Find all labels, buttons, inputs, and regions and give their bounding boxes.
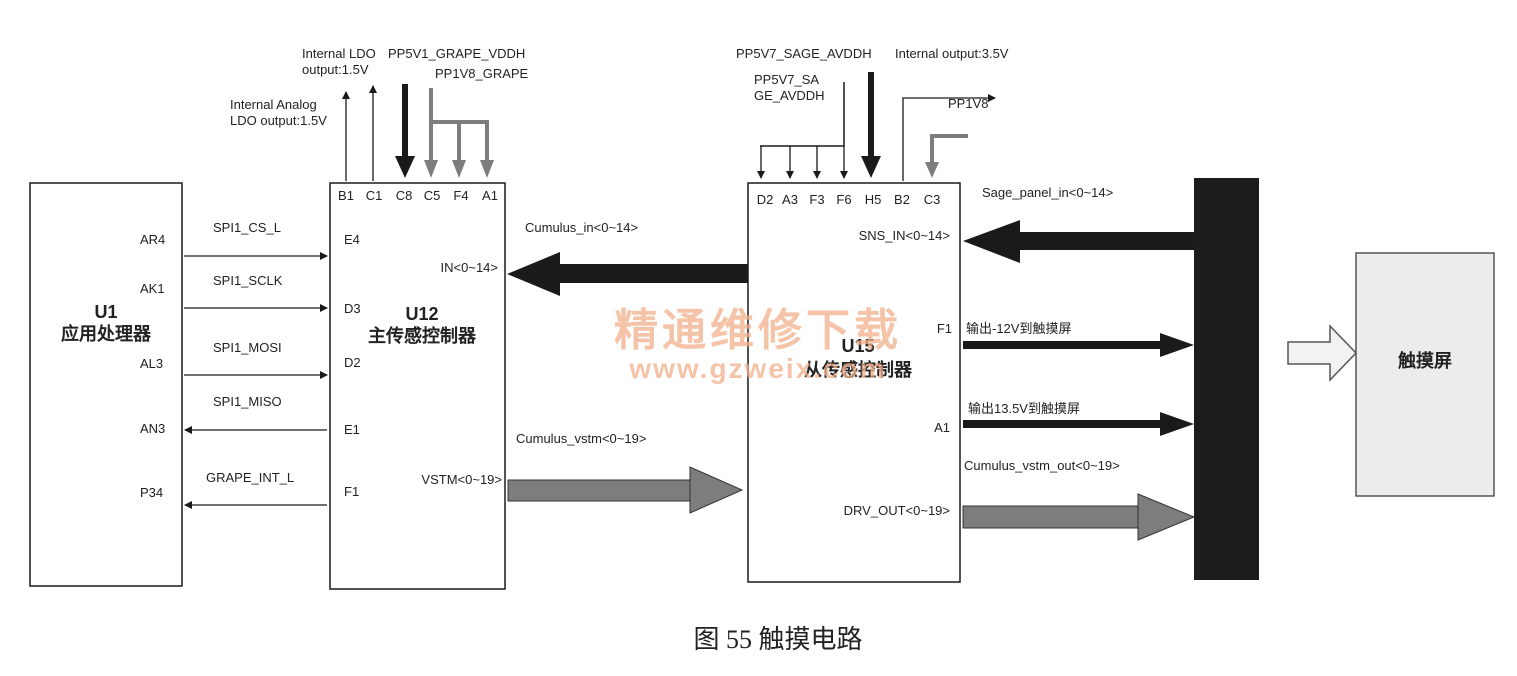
cumulus-vstm-shaft — [507, 479, 693, 502]
drv-out-arrowhead — [1137, 493, 1196, 541]
sage-panel-in-arrowhead — [963, 220, 1020, 263]
u15-pin-a3: A3 — [782, 192, 798, 207]
u1-pin-ar4: AR4 — [140, 232, 165, 247]
out-minus12v-shaft — [963, 341, 1163, 349]
u15-pin-c3: C3 — [924, 192, 941, 207]
sage-panel-in-shaft — [1018, 232, 1194, 250]
sig-sage-panel-in: Sage_panel_in<0~14> — [982, 185, 1113, 200]
cumulus-in-shaft — [560, 264, 748, 283]
connector-to-screen-arrow — [1287, 324, 1358, 382]
u12-ref: U12 — [405, 304, 438, 324]
u12-pp1v8-f4-head — [452, 160, 466, 178]
sig-cumulus-vstm: Cumulus_vstm<0~19> — [516, 431, 646, 446]
u12-pp1v8-c5-head — [424, 160, 438, 178]
u12-label-ldo-output: LDO output:1.5V — [230, 113, 327, 128]
u12-pin-e1: E1 — [344, 422, 360, 437]
u15-pin-f3: F3 — [809, 192, 824, 207]
u1-pin-al3: AL3 — [140, 356, 163, 371]
u12-label-pp5v1: PP5V1_GRAPE_VDDH — [388, 46, 525, 61]
u12-block — [329, 182, 506, 590]
out-13p5v-arrowhead — [1160, 412, 1194, 436]
u15-h5-arrowhead — [861, 156, 881, 178]
sig-spi1-sclk: SPI1_SCLK — [213, 273, 283, 288]
watermark-url: www.gzweix.com — [628, 353, 886, 384]
out-13p5v-shaft — [963, 420, 1163, 428]
drv-out-shaft — [962, 505, 1140, 529]
u15-b2-out-line — [902, 94, 996, 181]
touchscreen-block — [1355, 252, 1495, 497]
u12-pp1v8-a1-head — [480, 160, 494, 178]
u15-pin-b2: B2 — [894, 192, 910, 207]
sig-spi1-mosi: SPI1_MOSI — [213, 340, 282, 355]
out-minus12v-arrowhead — [1160, 333, 1194, 357]
u15-pin-sns-in: SNS_IN<0~14> — [859, 228, 950, 243]
u15-pin-f6: F6 — [836, 192, 851, 207]
u12-label-internal-analog: Internal Analog — [230, 97, 317, 112]
sig-spi1-miso: SPI1_MISO — [213, 394, 282, 409]
u15-label-pp5v7-sa: PP5V7_SA — [754, 72, 819, 87]
u12-c8-vddh-arrowhead — [395, 156, 415, 178]
u15-pin-drv-out: DRV_OUT<0~19> — [844, 503, 950, 518]
u15-pin-a1: A1 — [934, 420, 950, 435]
u12-pin-in: IN<0~14> — [441, 260, 498, 275]
figure-caption: 图 55 触摸电路 — [693, 625, 862, 654]
u12-label-pp1v8: PP1V8_GRAPE — [435, 66, 529, 81]
u1-block — [29, 182, 183, 587]
u15-pp1v8-bus — [930, 134, 968, 164]
u12-pin-vstm: VSTM<0~19> — [421, 472, 502, 487]
u12-pin-f1: F1 — [344, 484, 359, 499]
u1-ref: U1 — [94, 302, 117, 322]
u12-label-internal-ldo: Internal LDO — [302, 46, 376, 61]
u12-pin-b1: B1 — [338, 188, 354, 203]
u12-pin-f4: F4 — [453, 188, 468, 203]
u1-pin-ak1: AK1 — [140, 281, 165, 296]
cumulus-in-arrowhead — [507, 252, 560, 296]
sig-spi1-cs-l: SPI1_CS_L — [213, 220, 281, 235]
u12-pin-d2: D2 — [344, 355, 361, 370]
sig-cumulus-vstm-out: Cumulus_vstm_out<0~19> — [964, 458, 1120, 473]
u12-pin-c5: C5 — [424, 188, 441, 203]
touchscreen-label: 触摸屏 — [1398, 350, 1452, 371]
u15-label-internal-output: Internal output:3.5V — [895, 46, 1009, 61]
cumulus-vstm-arrowhead — [689, 466, 744, 514]
u15-pin-h5: H5 — [865, 192, 882, 207]
u15-pp1v8-head — [925, 162, 939, 178]
sig-cumulus-in: Cumulus_in<0~14> — [525, 220, 638, 235]
sig-out-13p5v: 输出13.5V到触摸屏 — [968, 401, 1080, 416]
u15-pin-d2: D2 — [757, 192, 774, 207]
u12-label-output-15v: output:1.5V — [302, 62, 369, 77]
u12-pin-c8: C8 — [396, 188, 413, 203]
connector-bar — [1194, 178, 1259, 580]
sig-out-minus12v: 输出-12V到触摸屏 — [966, 321, 1071, 336]
u12-pin-a1: A1 — [482, 188, 498, 203]
u12-c8-vddh-shaft — [402, 84, 408, 158]
u15-label-pp5v7-avddh: PP5V7_SAGE_AVDDH — [736, 46, 872, 61]
u15-name: 从传感控制器 — [804, 359, 913, 380]
watermark-cn: 精通维修下载 — [614, 306, 902, 355]
u15-block — [747, 182, 961, 583]
u15-ref: U15 — [841, 336, 874, 356]
u15-label-ge-avddh: GE_AVDDH — [754, 88, 825, 103]
u1-name: 应用处理器 — [61, 323, 152, 344]
u12-pin-e4: E4 — [344, 232, 360, 247]
u15-label-pp1v8: PP1V8 — [948, 96, 988, 111]
u1-pin-p34: P34 — [140, 485, 163, 500]
u12-pin-d3: D3 — [344, 301, 361, 316]
u12-name: 主传感控制器 — [368, 325, 477, 346]
u15-pin-f1: F1 — [937, 321, 952, 336]
u15-h5-shaft — [868, 72, 874, 158]
u1-pin-an3: AN3 — [140, 421, 165, 436]
sig-grape-int-l: GRAPE_INT_L — [206, 470, 294, 485]
u12-pin-c1: C1 — [366, 188, 383, 203]
